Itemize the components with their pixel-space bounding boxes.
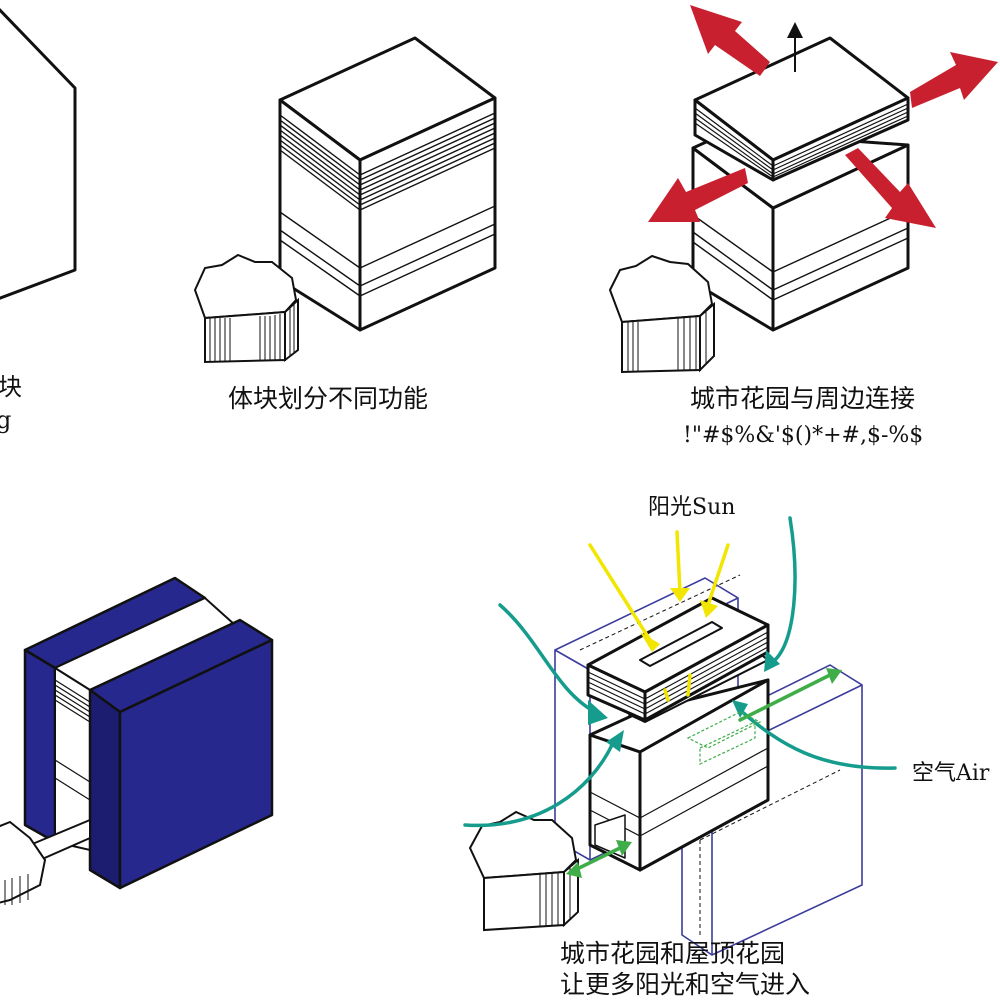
panel2-caption: 体块划分不同功能: [228, 384, 428, 413]
panel5-sun-label: 阳光Sun: [648, 495, 735, 520]
panel5-green-arrows: [573, 673, 832, 872]
panel3-red-arrow-nw: [690, 5, 770, 76]
panel4-garden: [0, 818, 91, 905]
panel5-green-arrowheads: [566, 668, 842, 878]
panel3-garden: [608, 254, 715, 374]
panel5-upper-slab: [586, 596, 770, 722]
panel5-caption-1: 城市花园和屋顶花园: [560, 939, 785, 968]
panel5-sun-arrowheads: [640, 588, 718, 652]
panel2-block: [278, 36, 497, 332]
panel4-blue-panel-front: [88, 618, 274, 890]
panel3-upper-slab: [693, 36, 910, 182]
panel5-garden: [468, 810, 579, 932]
panel3-red-arrow-ne: [910, 52, 998, 108]
panel1-caption-1: 块: [0, 373, 22, 401]
panel3-caption-2: !"#$%&'$()*+#,$-%$: [683, 423, 923, 448]
panel5-air-label: 空气Air: [912, 761, 990, 786]
panel5-air-arrows: [463, 516, 897, 828]
panel3-red-arrow-w: [648, 168, 748, 222]
panel5-lower-block: [588, 678, 770, 872]
panel2-garden: [193, 253, 299, 364]
panel1-caption-2: g: [0, 406, 11, 434]
panel3-caption-1: 城市花园与周边连接: [690, 384, 915, 413]
panel5-green-dashed-box: [686, 711, 762, 765]
panel5-air-arrowheads: [588, 650, 780, 752]
panel3-red-arrow-se: [845, 148, 936, 228]
panel5-caption-2: 让更多阳光和空气进入: [560, 970, 810, 999]
panel4-blue-panel-back: [23, 576, 207, 844]
panel1-box: [0, 8, 77, 300]
panel5-sun-arrows: [588, 530, 730, 702]
